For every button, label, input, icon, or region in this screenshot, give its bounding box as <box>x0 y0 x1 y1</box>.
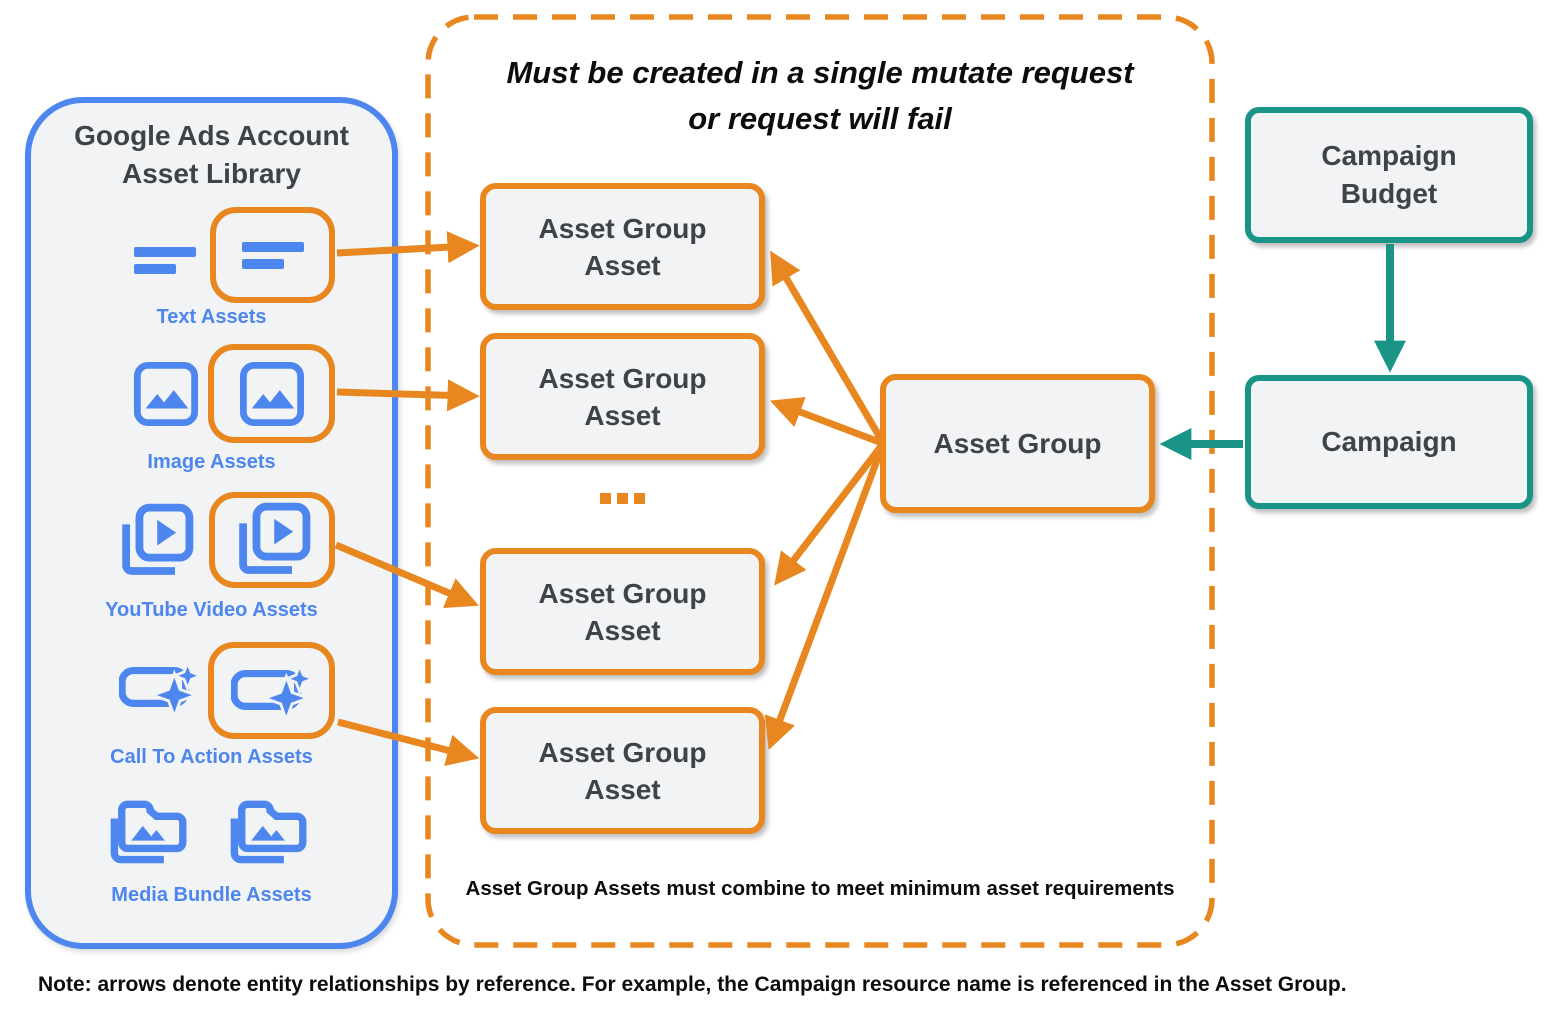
image-assets-label: Image Assets <box>147 451 276 473</box>
mutate-panel-caption: Asset Group Assets must combine to meet … <box>465 877 1175 900</box>
youtube-video-asset-icon <box>232 500 312 580</box>
text-asset-icon <box>134 247 196 274</box>
mutate-panel-title: Must be created in a single mutate reque… <box>425 50 1215 142</box>
campaign-box: Campaign <box>1245 375 1533 509</box>
media-bundle-asset-icon <box>224 789 310 869</box>
image-asset-icon <box>239 361 305 427</box>
youtube-video-asset-highlight-box <box>209 492 335 588</box>
call-to-action-asset-highlight-box <box>208 642 335 739</box>
arrow-asset-group-to-asset-group-asset-1 <box>770 250 886 443</box>
asset-library-title-line2: Asset Library <box>122 158 301 189</box>
youtube-video-assets-label: YouTube Video Assets <box>105 599 318 621</box>
arrow-asset-group-to-asset-group-asset-4 <box>764 445 886 751</box>
more-assets-ellipsis <box>480 493 765 507</box>
asset-group-asset-label: Asset Group Asset <box>538 577 707 646</box>
asset-group-label: Asset Group <box>933 428 1102 459</box>
media-bundle-assets-label: Media Bundle Assets <box>111 884 312 906</box>
call-to-action-asset-icon <box>119 657 201 719</box>
asset-group-asset-label: Asset Group Asset <box>538 736 707 805</box>
call-to-action-assets-label: Call To Action Assets <box>110 746 313 768</box>
asset-group-asset-label: Asset Group Asset <box>538 362 707 431</box>
asset-group-asset-box: Asset Group Asset <box>480 333 765 460</box>
youtube-video-asset-icon <box>115 501 195 581</box>
text-asset-icon <box>242 242 304 269</box>
asset-group-asset-box: Asset Group Asset <box>480 548 765 675</box>
arrow-asset-group-to-asset-group-asset-3 <box>774 442 885 586</box>
asset-group-box: Asset Group <box>880 374 1155 513</box>
campaign-label: Campaign <box>1321 426 1457 457</box>
call-to-action-asset-icon <box>231 660 313 722</box>
arrow-asset-group-to-asset-group-asset-2 <box>769 396 884 447</box>
asset-group-asset-label: Asset Group Asset <box>538 212 707 281</box>
image-asset-highlight-box <box>208 344 335 443</box>
text-asset-highlight-box <box>210 207 335 303</box>
mutate-panel-title-line2: or request will fail <box>688 101 952 136</box>
asset-library-title: Google Ads Account Asset Library <box>25 117 398 193</box>
campaign-budget-label: Campaign Budget <box>1321 140 1457 209</box>
text-assets-label: Text Assets <box>156 306 267 328</box>
media-bundle-asset-icon <box>104 789 190 869</box>
asset-library-title-line1: Google Ads Account <box>74 120 349 151</box>
mutate-panel-title-line1: Must be created in a single mutate reque… <box>506 55 1134 90</box>
campaign-budget-box: Campaign Budget <box>1245 107 1533 243</box>
asset-group-asset-box: Asset Group Asset <box>480 707 765 834</box>
image-asset-icon <box>133 361 199 427</box>
footnote: Note: arrows denote entity relationships… <box>38 973 1347 996</box>
asset-group-asset-box: Asset Group Asset <box>480 183 765 310</box>
